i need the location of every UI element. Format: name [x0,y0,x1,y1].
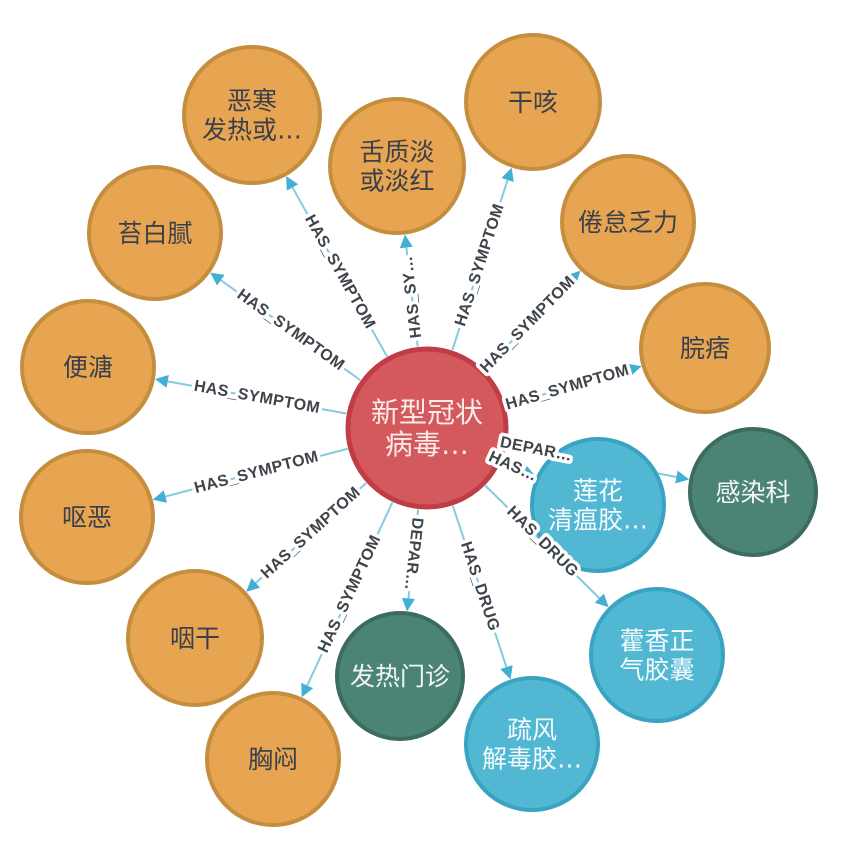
node-biantang[interactable] [20,299,156,435]
edge-ganke[interactable] [451,179,509,351]
edge-label-juandai-fali[interactable]: HAS_SYMPTOM [474,270,582,380]
edge-label-taibaini[interactable]: HAS_SYMPTOM [230,283,351,378]
node-taibaini[interactable] [87,165,223,301]
node-shufeng-jiedu[interactable] [464,676,600,812]
arrowhead-icon [154,374,169,388]
node-huoxiang-zhengqi[interactable] [589,587,725,723]
arrowhead-icon [521,465,536,478]
edge-ehan-fare[interactable] [291,186,388,357]
arrowhead-icon [500,665,513,680]
arrowhead-icon [501,167,514,182]
node-juandai-fali[interactable] [560,154,696,290]
edge-lianhua-qingwen[interactable] [501,460,525,473]
edge-taibaini[interactable] [220,279,361,382]
node-ganranke[interactable] [688,427,818,557]
edge-shezhi-danhong[interactable] [405,247,419,347]
edge-label-oue[interactable]: HAS_SYMPTOM [189,445,324,501]
edge-wanpi[interactable] [505,368,630,407]
edge-label-fare-menzhen[interactable]: DEPAR… [397,513,429,595]
node-ganke[interactable] [464,33,602,171]
node-wanpi[interactable] [639,282,771,414]
arrowhead-icon [301,682,314,698]
arrowhead-icon [246,578,261,592]
node-xiongmen[interactable] [205,691,341,827]
node-fare-menzhen[interactable] [335,611,465,741]
arrowhead-icon [627,363,642,377]
edge-xiongmen[interactable] [306,501,394,686]
edge-label-ganke[interactable]: HAS_SYMPTOM [449,198,512,332]
edge-label-yangan[interactable]: HAS_SYMPTOM [254,480,367,585]
edge-yangan[interactable] [255,482,367,584]
node-lianhua-qingwen[interactable] [530,437,666,573]
node-ehan-fare[interactable] [182,45,322,185]
arrowhead-icon [675,470,690,484]
edge-oue[interactable] [165,447,348,498]
node-xinxing-guanzhuang-bingdu[interactable] [345,346,509,510]
edge-label-shufeng-jiedu[interactable]: HAS_DRUG [453,536,505,637]
edge-shufeng-jiedu[interactable] [451,505,508,668]
edge-label-ehan-fare[interactable]: HAS_SYMPTOM [298,209,382,336]
arrowhead-icon [210,272,225,286]
node-yangan[interactable] [126,569,264,707]
edge-label-biantang[interactable]: HAS_SYMPTOM [189,374,325,420]
arrowhead-icon [401,597,415,612]
edge-juandai-fali[interactable] [483,279,573,371]
edge-biantang[interactable] [167,380,347,415]
node-shezhi-danhong[interactable] [328,97,466,235]
node-oue[interactable] [19,449,155,585]
arrowhead-icon [286,176,299,191]
edge-label-shezhi-danhong[interactable]: HAS_SY… [395,251,428,342]
edge-label-wanpi[interactable]: HAS_SYMPTOM [500,358,634,417]
arrowhead-icon [566,270,581,285]
edge-fare-menzhen[interactable] [407,509,420,599]
arrowhead-icon [152,490,168,503]
arrowhead-icon [594,593,609,608]
arrowhead-icon [399,234,413,249]
nodes-layer: 恶寒发热或…舌质淡或淡红干咳倦怠乏力脘痞感染科莲花清瘟胶…藿香正气胶囊疏风解毒胶… [19,33,818,827]
